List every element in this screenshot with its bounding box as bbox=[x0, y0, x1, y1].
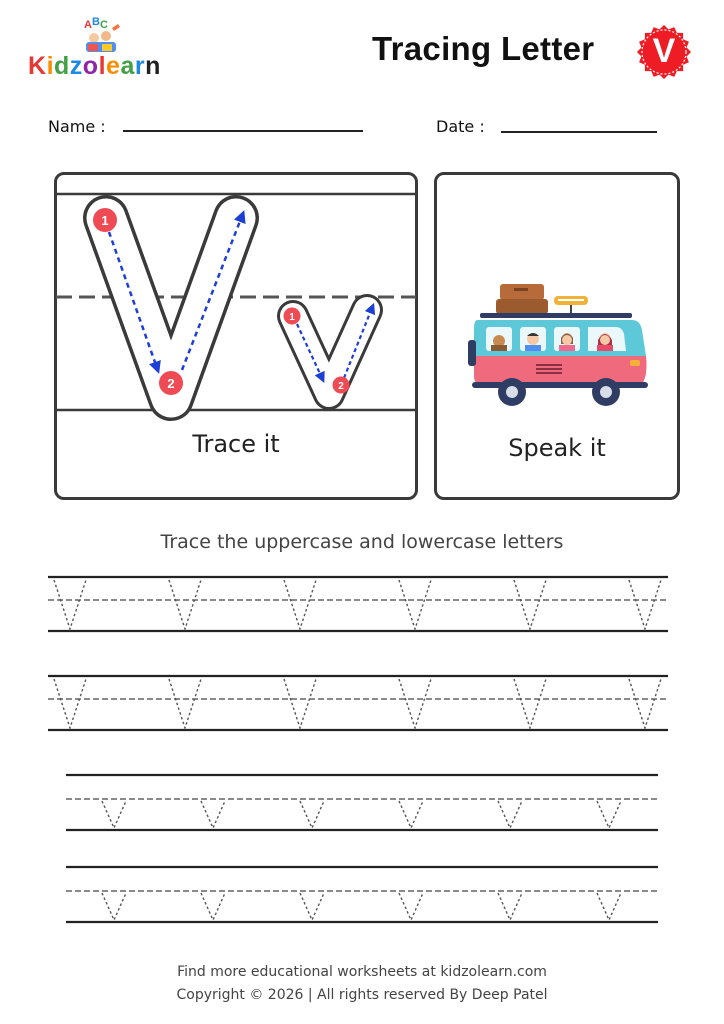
lowercase-trace-glyph bbox=[101, 800, 127, 830]
uppercase-trace-glyph bbox=[628, 579, 662, 632]
logo-letter: o bbox=[82, 52, 99, 80]
brand-logo-text: Kidzolearn bbox=[28, 52, 161, 81]
lowercase-trace-glyph bbox=[398, 800, 424, 830]
uppercase-trace-glyph bbox=[168, 579, 202, 632]
uppercase-trace-glyph bbox=[398, 678, 432, 731]
logo-letter: n bbox=[145, 52, 161, 80]
name-label: Name : bbox=[48, 117, 106, 136]
lowercase-trace-glyph bbox=[497, 800, 523, 830]
uppercase-trace-glyph bbox=[283, 579, 317, 632]
uppercase-trace-glyph bbox=[283, 678, 317, 731]
lowercase-trace-glyph bbox=[299, 800, 325, 830]
badge-letter: V bbox=[652, 32, 676, 70]
uppercase-trace-glyph bbox=[513, 678, 547, 731]
logo-letter: K bbox=[28, 52, 47, 80]
instruction-text: Trace the uppercase and lowercase letter… bbox=[160, 531, 564, 553]
van-illustration bbox=[468, 284, 648, 406]
uppercase-trace-glyph bbox=[53, 678, 87, 731]
uppercase-stroke2-arrow bbox=[180, 210, 246, 371]
lowercase-step1-marker bbox=[283, 307, 301, 325]
lowercase-trace-glyph bbox=[596, 892, 622, 922]
footer-copyright: Copyright © 2026 | All rights reserved B… bbox=[176, 987, 548, 1003]
kidzolearn-logo-art: A B C bbox=[84, 16, 120, 52]
uppercase-step2-label: 2 bbox=[167, 376, 174, 391]
lowercase-trace-glyph bbox=[101, 892, 127, 922]
page-title: Tracing Letter bbox=[372, 30, 595, 67]
logo-letter: r bbox=[134, 52, 146, 80]
svg-text:B: B bbox=[92, 16, 100, 28]
uppercase-stroke1-arrow bbox=[107, 231, 161, 374]
footer-website-note: Find more educational worksheets at kidz… bbox=[177, 964, 547, 980]
uppercase-trace-glyph bbox=[53, 579, 87, 632]
lowercase-trace-glyph bbox=[299, 892, 325, 922]
uppercase-trace-glyph bbox=[168, 678, 202, 731]
name-field[interactable] bbox=[123, 130, 363, 132]
logo-letter: e bbox=[106, 52, 121, 80]
logo-letter: a bbox=[120, 52, 135, 80]
lowercase-trace-glyph bbox=[497, 892, 523, 922]
speak-caption: Speak it bbox=[508, 434, 606, 462]
tracing-practice-area[interactable] bbox=[0, 560, 724, 940]
svg-text:C: C bbox=[100, 19, 108, 31]
lowercase-step2-marker bbox=[332, 376, 350, 394]
uppercase-step1-marker bbox=[93, 208, 117, 232]
date-field[interactable] bbox=[501, 131, 657, 133]
trace-caption: Trace it bbox=[192, 430, 280, 458]
date-label: Date : bbox=[436, 117, 485, 136]
lowercase-trace-glyph bbox=[398, 892, 424, 922]
uppercase-trace-glyph bbox=[628, 678, 662, 731]
lowercase-step1-label: 1 bbox=[289, 312, 295, 323]
lowercase-trace-glyph bbox=[200, 800, 226, 830]
uppercase-trace-glyph bbox=[513, 579, 547, 632]
lowercase-stroke2-arrow bbox=[342, 302, 376, 379]
uppercase-trace-glyph bbox=[398, 579, 432, 632]
logo-letter: l bbox=[98, 52, 107, 80]
letter-badge-icon bbox=[637, 25, 691, 79]
lowercase-trace-glyph bbox=[200, 892, 226, 922]
uppercase-step1-label: 1 bbox=[101, 213, 108, 228]
lowercase-trace-glyph bbox=[596, 800, 622, 830]
logo-letter: d bbox=[54, 52, 70, 80]
lowercase-stroke1-arrow bbox=[296, 323, 325, 383]
trace-letter-diagram: 1 2 1 2 bbox=[56, 192, 416, 421]
lowercase-step2-label: 2 bbox=[338, 381, 344, 392]
logo-letter: i bbox=[46, 52, 55, 80]
uppercase-step2-marker bbox=[159, 371, 183, 395]
logo-letter: z bbox=[69, 52, 83, 80]
svg-text:A: A bbox=[84, 19, 92, 31]
